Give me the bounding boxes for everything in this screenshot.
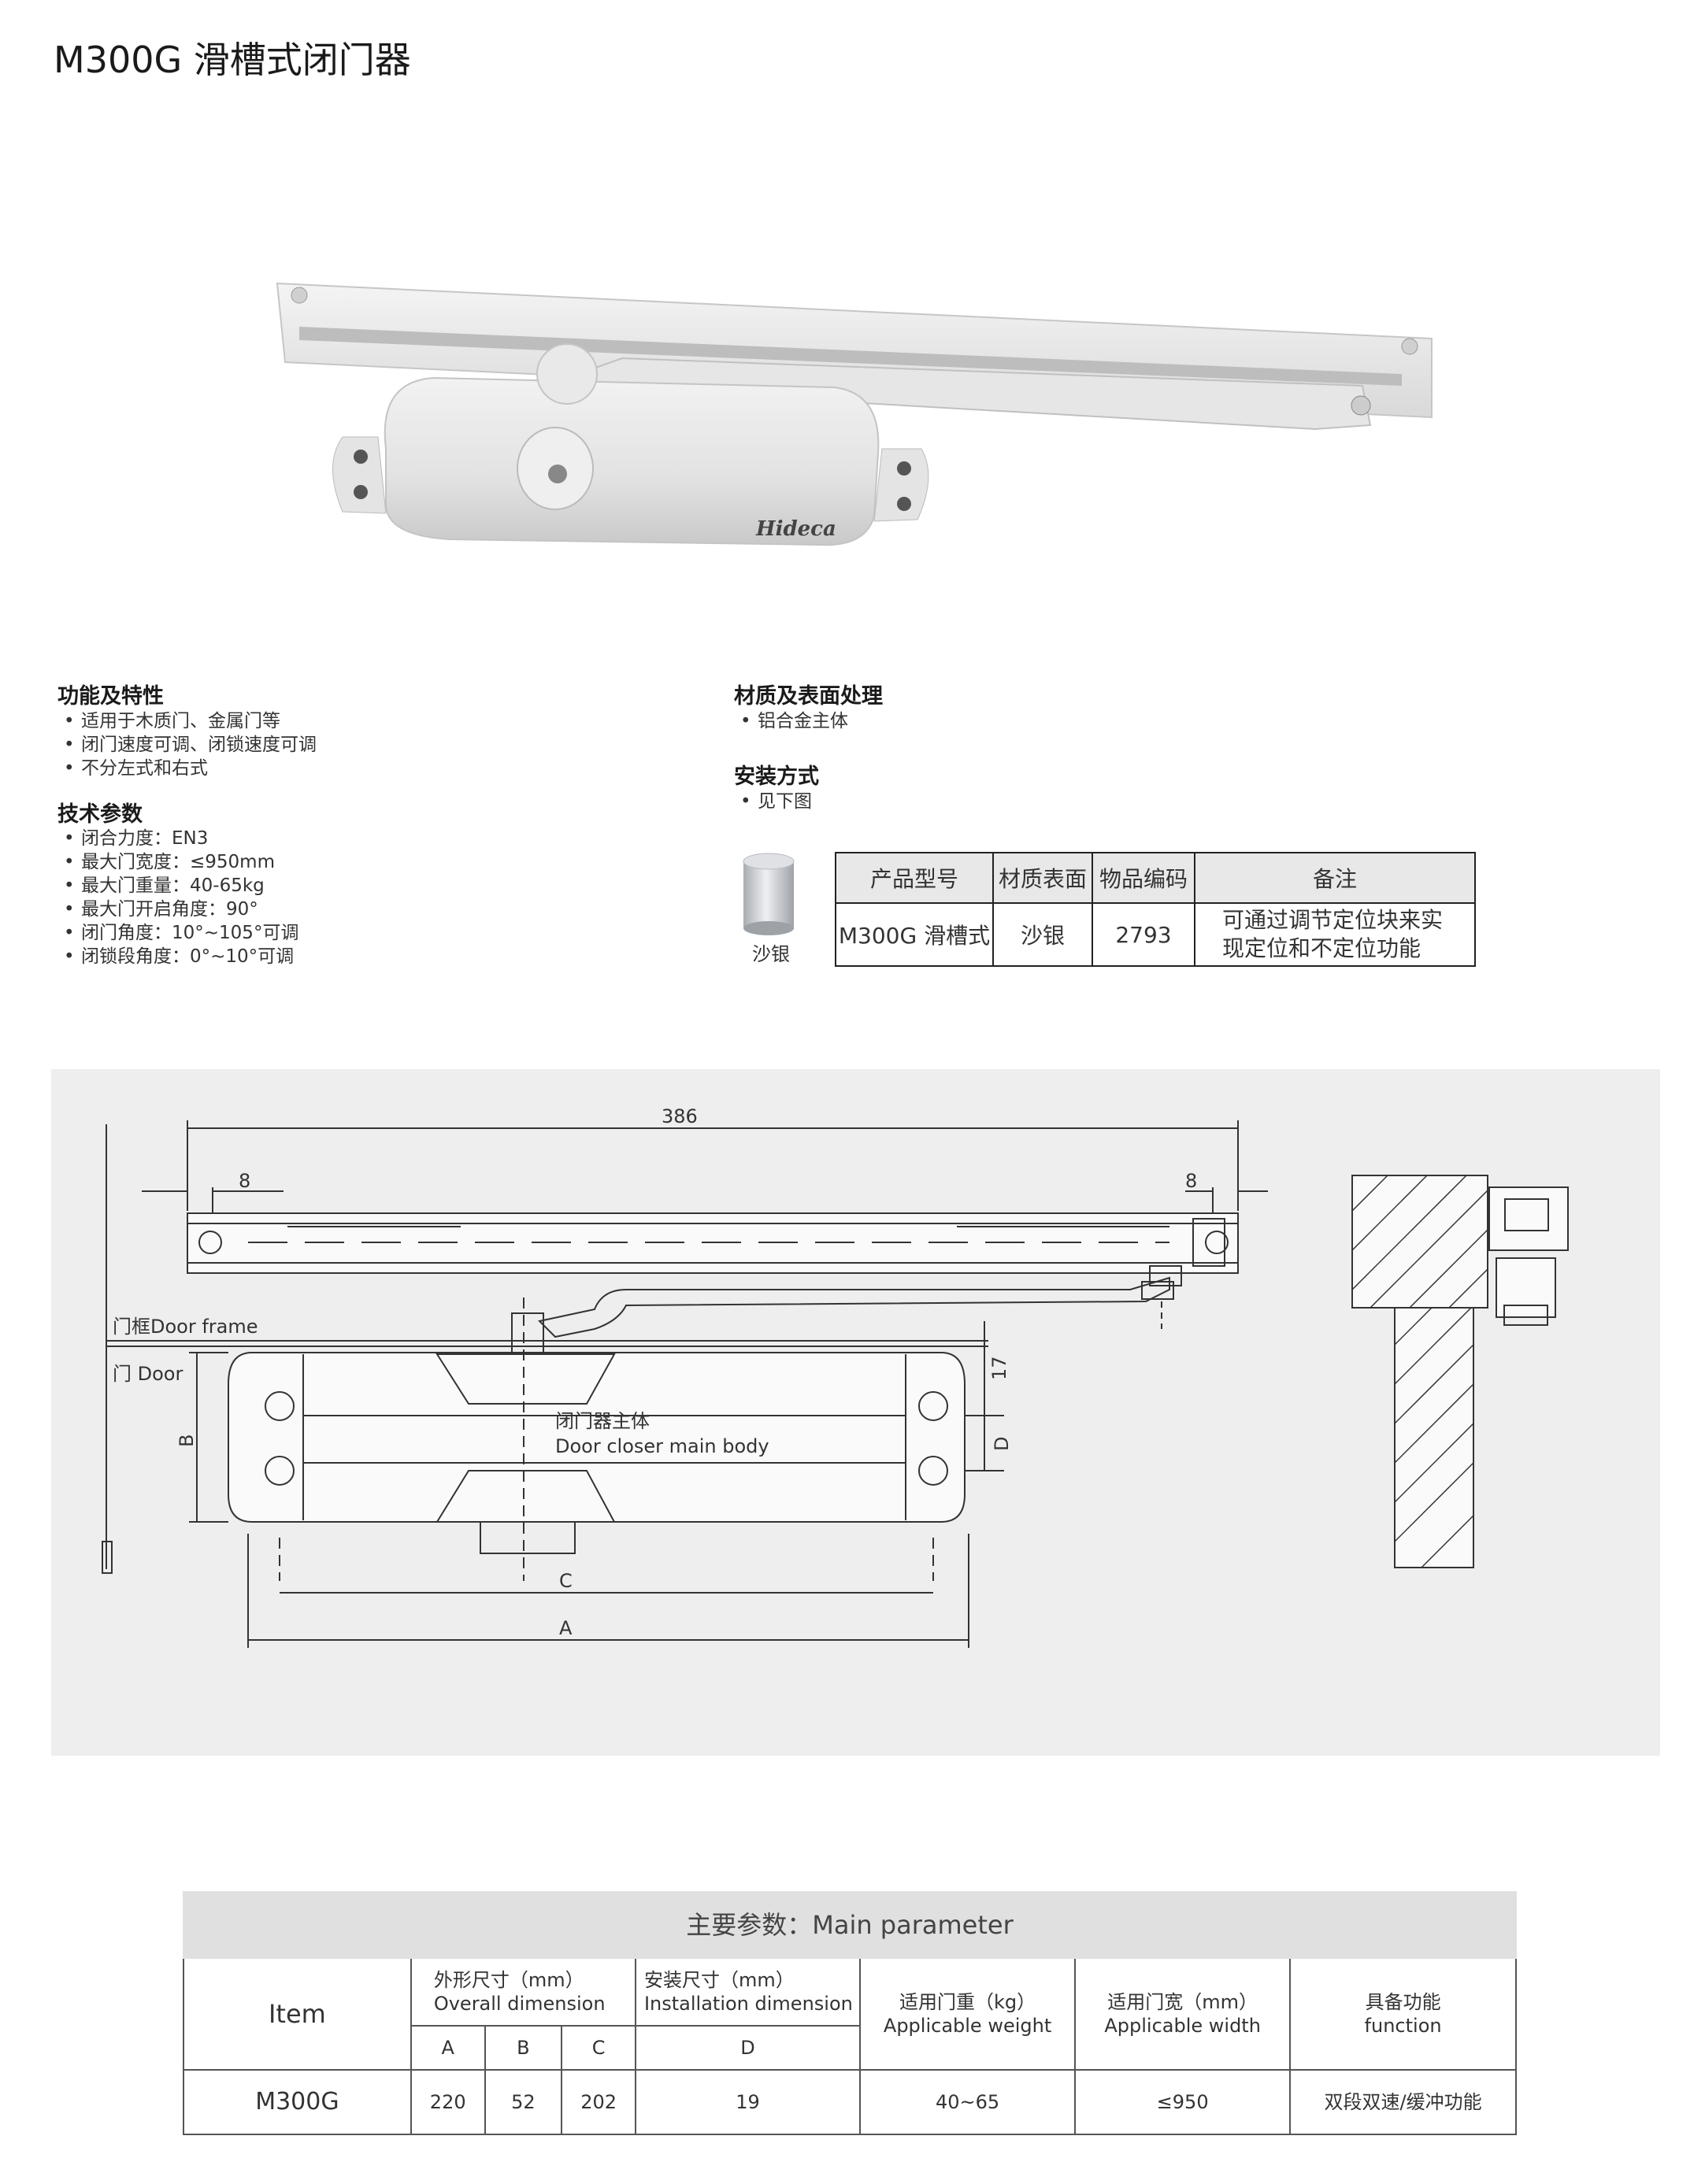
dim-c: C: [559, 1570, 573, 1592]
note-line: 可通过调节定位块来实: [1222, 907, 1444, 933]
list-item: 见下图: [734, 790, 812, 813]
col-install: 安装尺寸（mm） Installation dimension: [634, 1957, 862, 2027]
col-func-cn: 具备功能: [1365, 1991, 1441, 2013]
col-install-en: Installation dimension: [643, 1993, 853, 2015]
list-item: 闭门角度：10°~105°可调: [57, 921, 298, 945]
dim-right-8: 8: [1185, 1170, 1197, 1192]
page-title: M300G 滑槽式闭门器: [54, 39, 411, 81]
cell-note: 可通过调节定位块来实 现定位和不定位功能: [1194, 902, 1476, 967]
dim-left-8: 8: [239, 1170, 250, 1192]
door-label: 门 Door: [113, 1363, 183, 1385]
cell-code: 2793: [1092, 902, 1195, 967]
tech-list: 闭合力度：EN3 最大门宽度：≤950mm 最大门重量：40-65kg 最大门开…: [57, 827, 298, 968]
finish-table: 产品型号 材质表面 物品编码 备注 M300G 滑槽式 沙银 2793 可通过调…: [835, 852, 1476, 967]
sub-b: B: [484, 2025, 563, 2071]
cell-width: ≤950: [1074, 2069, 1292, 2135]
list-item: 铝合金主体: [734, 709, 848, 733]
cell-d: 19: [634, 2069, 862, 2135]
swatch-label: 沙银: [752, 943, 790, 965]
body-label-cn: 闭门器主体: [555, 1410, 650, 1432]
dim-17: 17: [988, 1356, 1010, 1380]
cell-model: M300G 滑槽式: [835, 902, 994, 967]
dim-b: B: [176, 1434, 198, 1447]
material-heading: 材质及表面处理: [734, 684, 883, 709]
col-overall: 外形尺寸（mm） Overall dimension: [410, 1957, 636, 2027]
cell-c: 202: [561, 2069, 636, 2135]
params-table: 主要参数：Main parameter Item 外形尺寸（mm） Overal…: [183, 1891, 1517, 2135]
params-heading: 主要参数：Main parameter: [183, 1891, 1517, 1959]
note-line: 现定位和不定位功能: [1222, 935, 1421, 961]
col-weight: 适用门重（kg） Applicable weight: [859, 1957, 1077, 2071]
list-item: 最大门重量：40-65kg: [57, 874, 298, 898]
list-item: 不分左式和右式: [57, 757, 317, 780]
list-item: 最大门宽度：≤950mm: [57, 850, 298, 874]
cell-a: 220: [410, 2069, 486, 2135]
col-width-en: Applicable width: [1104, 2015, 1261, 2037]
col-weight-cn: 适用门重（kg）: [899, 1991, 1036, 2013]
col-func-en: function: [1364, 2015, 1442, 2037]
col-header: 物品编码: [1092, 852, 1195, 904]
col-width-cn: 适用门宽（mm）: [1107, 1991, 1258, 2013]
col-header: 备注: [1194, 852, 1476, 904]
door-frame-label: 门框Door frame: [113, 1316, 258, 1338]
list-item: 适用于木质门、金属门等: [57, 709, 317, 733]
body-label-en: Door closer main body: [555, 1435, 769, 1457]
cell-b: 52: [484, 2069, 563, 2135]
dim-d: D: [991, 1437, 1013, 1451]
table-row: M300G 滑槽式 沙银 2793 可通过调节定位块来实 现定位和不定位功能: [835, 902, 1476, 967]
dim-a: A: [559, 1617, 573, 1639]
col-item: Item: [183, 1957, 412, 2071]
list-item: 闭锁段角度：0°~10°可调: [57, 945, 298, 968]
brand-logo: Hideca: [755, 517, 836, 541]
install-heading: 安装方式: [734, 764, 819, 789]
col-width: 适用门宽（mm） Applicable width: [1074, 1957, 1292, 2071]
col-func: 具备功能 function: [1289, 1957, 1517, 2071]
table-row: M300G 220 52 202 19 40~65 ≤950 双段双速/缓冲功能: [183, 2069, 1517, 2135]
finish-swatch-icon: [743, 853, 795, 935]
features-list: 适用于木质门、金属门等 闭门速度可调、闭锁速度可调 不分左式和右式: [57, 709, 317, 780]
closer-body: [384, 376, 880, 546]
tech-heading: 技术参数: [57, 802, 143, 827]
list-item: 闭门速度可调、闭锁速度可调: [57, 733, 317, 757]
sub-d: D: [634, 2025, 862, 2071]
col-overall-en: Overall dimension: [433, 1993, 606, 2015]
sub-a: A: [410, 2025, 486, 2071]
cell-item: M300G: [183, 2069, 412, 2135]
col-header: 材质表面: [992, 852, 1093, 904]
sub-c: C: [561, 2025, 636, 2071]
material-list: 铝合金主体: [734, 709, 848, 733]
dim-386: 386: [662, 1105, 698, 1127]
col-install-cn: 安装尺寸（mm）: [643, 1969, 795, 1991]
product-photo: Hideca: [276, 282, 1433, 546]
cell-surface: 沙银: [992, 902, 1093, 967]
col-overall-cn: 外形尺寸（mm）: [433, 1969, 584, 1991]
cell-weight: 40~65: [859, 2069, 1077, 2135]
cell-func: 双段双速/缓冲功能: [1289, 2069, 1517, 2135]
technical-drawing: 386 8 8 门框Door frame 门 Door 闭门器主体 Door c…: [102, 1105, 1569, 1648]
list-item: 最大门开启角度：90°: [57, 898, 298, 921]
col-weight-en: Applicable weight: [883, 2015, 1052, 2037]
features-heading: 功能及特性: [57, 684, 164, 709]
col-header: 产品型号: [835, 852, 994, 904]
list-item: 闭合力度：EN3: [57, 827, 298, 850]
install-list: 见下图: [734, 790, 812, 813]
